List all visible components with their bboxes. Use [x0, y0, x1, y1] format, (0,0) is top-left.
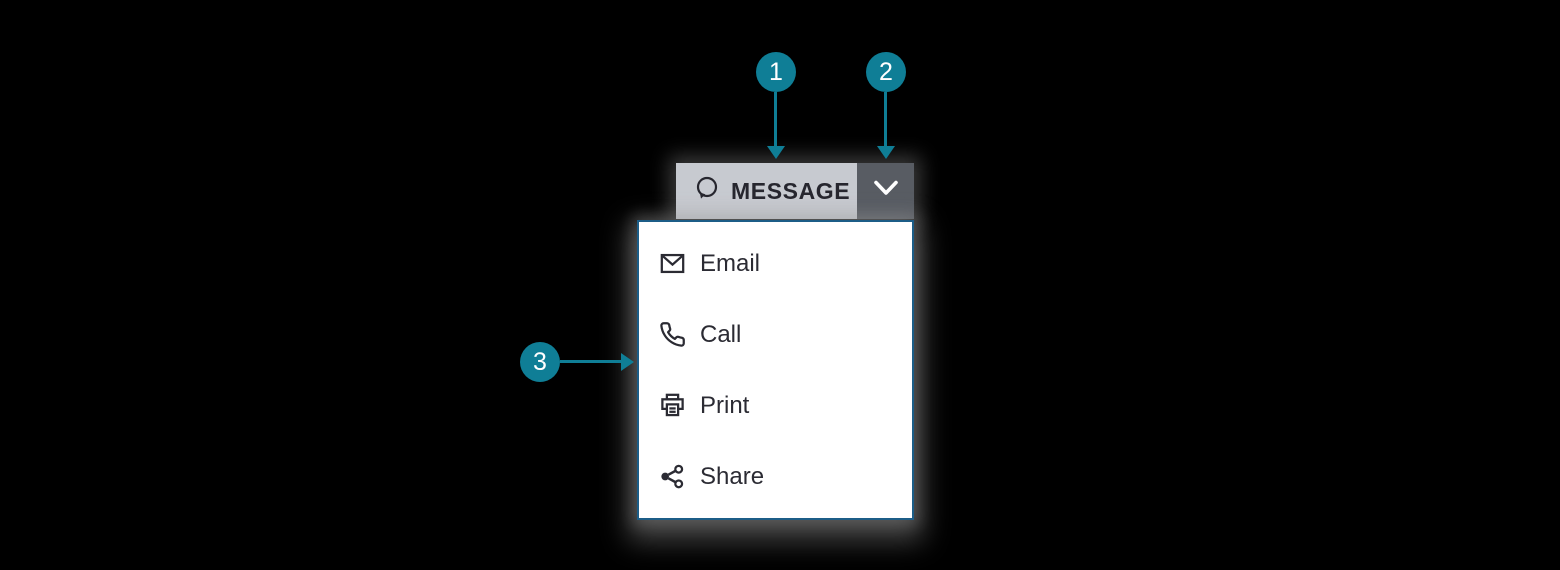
menu-item-email[interactable]: Email: [639, 228, 912, 299]
callout-3-arrowhead: [621, 353, 634, 371]
dropdown-menu: Email Call Print: [637, 220, 914, 520]
menu-item-label: Email: [700, 249, 761, 277]
callout-2-arrowhead: [877, 146, 895, 159]
split-button: MESSAGE: [676, 163, 914, 219]
menu-item-label: Call: [700, 320, 742, 348]
menu-item-call[interactable]: Call: [639, 299, 912, 370]
callout-2-arrow-line: [884, 92, 887, 146]
callout-badge-3: 3: [520, 342, 560, 382]
callout-number: 3: [533, 347, 547, 376]
callout-1-arrowhead: [767, 146, 785, 159]
callout-number: 2: [879, 57, 893, 86]
callout-1-arrow-line: [774, 92, 777, 146]
menu-item-print[interactable]: Print: [639, 370, 912, 441]
menu-item-share[interactable]: Share: [639, 441, 912, 512]
callout-number: 1: [769, 57, 783, 86]
message-bubble-icon: [693, 175, 720, 207]
email-icon: [659, 250, 686, 277]
menu-item-label: Share: [700, 462, 765, 490]
printer-icon: [659, 392, 686, 419]
phone-icon: [659, 321, 686, 348]
message-button[interactable]: MESSAGE: [676, 163, 857, 219]
callout-badge-2: 2: [866, 52, 906, 92]
menu-item-label: Print: [700, 391, 750, 419]
callout-3-arrow-line: [560, 360, 621, 363]
callout-badge-1: 1: [756, 52, 796, 92]
message-button-label: MESSAGE: [731, 177, 851, 204]
share-icon: [659, 463, 686, 490]
chevron-down-icon: [873, 180, 899, 202]
dropdown-toggle-button[interactable]: [857, 163, 914, 219]
